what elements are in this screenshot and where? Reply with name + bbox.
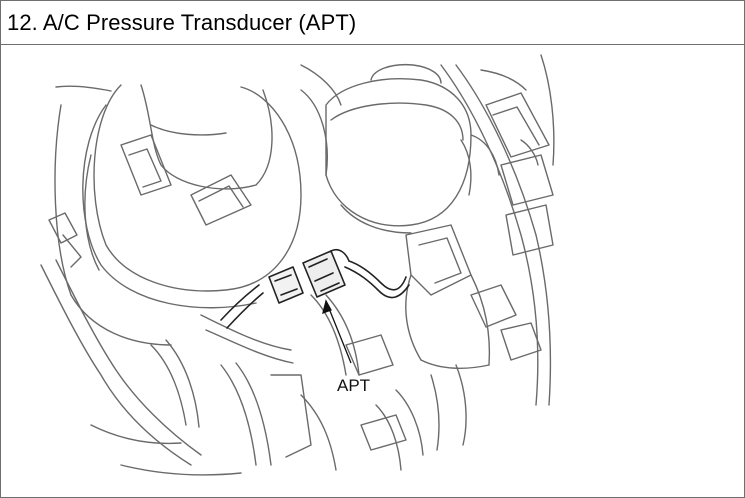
apt-callout-label: APT bbox=[337, 376, 370, 395]
title-bar: 12. A/C Pressure Transducer (APT) bbox=[1, 1, 744, 45]
engine-illustration: APT bbox=[1, 45, 744, 497]
figure-title: 12. A/C Pressure Transducer (APT) bbox=[7, 10, 357, 35]
left-round-housing bbox=[48, 84, 302, 346]
center-right-tank bbox=[300, 63, 500, 234]
right-brackets bbox=[345, 54, 555, 471]
apt-connector bbox=[220, 248, 410, 329]
lower-left-structure bbox=[40, 259, 360, 476]
leader-line-shaft bbox=[325, 300, 352, 364]
apt-leader-line bbox=[322, 299, 352, 364]
leader-arrowhead bbox=[322, 299, 332, 315]
engine-line-drawing: APT bbox=[40, 54, 555, 476]
upper-contours bbox=[55, 64, 527, 106]
